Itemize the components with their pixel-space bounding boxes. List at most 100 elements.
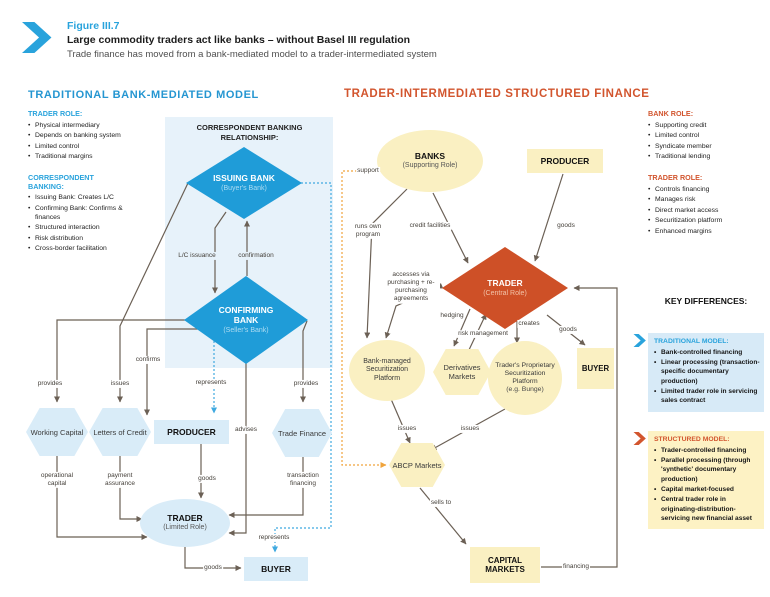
node-subtitle: (Supporting Role) xyxy=(402,162,458,170)
node-trader-platform: Trader's Proprietary Securitization Plat… xyxy=(488,341,562,415)
node-buyer-right: BUYER xyxy=(577,348,614,389)
node-banks: BANKS (Supporting Role) xyxy=(377,130,483,192)
edge-label-transaction-financing: transaction financing xyxy=(278,471,328,489)
structured-model-chevron-icon xyxy=(633,432,646,445)
edge-advises xyxy=(228,363,247,536)
right-section-title: TRADER-INTERMEDIATED STRUCTURED FINANCE xyxy=(344,88,650,100)
bullet-item: Bank-controlled financing xyxy=(654,348,760,358)
bullet-item: Supporting credit xyxy=(648,122,766,131)
node-bank-platform: Bank-managed Securitization Platform xyxy=(349,340,425,401)
edge-label-risk-management: risk management xyxy=(457,329,509,339)
figure-title: Large commodity traders act like banks –… xyxy=(67,34,411,46)
edge-represents-buyer xyxy=(272,182,332,553)
edge-provides-left xyxy=(54,319,186,403)
edge-label-goods-buyer-right: goods xyxy=(558,325,578,335)
node-buyer-left: BUYER xyxy=(244,557,308,581)
edge-label-operational-capital: operational capital xyxy=(36,471,78,489)
edge-label-confirmation: confirmation xyxy=(237,251,275,261)
edge-issues-left xyxy=(390,398,411,444)
trader-role-heading: TRADER ROLE: xyxy=(28,109,83,118)
bullet-item: Confirming Bank: Confirms & finances xyxy=(28,205,135,223)
node-producer-left: PRODUCER xyxy=(154,420,229,444)
bullet-item: Traditional lending xyxy=(648,153,766,162)
edge-sells-to xyxy=(419,487,467,545)
node-letters-of-credit: Letters of Credit xyxy=(89,408,151,456)
bullet-item: Linear processing (transaction-specific … xyxy=(654,358,760,386)
node-subtitle: (Central Role) xyxy=(483,289,527,297)
traditional-model-chevron-icon xyxy=(633,334,646,347)
figure-label: Figure III.7 xyxy=(67,20,120,32)
bullet-item: Syndicate member xyxy=(648,143,766,152)
edge-label-provides-right: provides xyxy=(292,379,320,389)
edge-runs-own-program xyxy=(364,188,408,339)
edge-label-issues-right: issues xyxy=(459,424,481,434)
edge-label-issues: issues xyxy=(109,379,131,389)
correspondent-panel-title: CORRESPONDENT BANKING RELATIONSHIP: xyxy=(196,123,303,142)
node-derivatives-markets: Derivatives Markets xyxy=(433,349,491,395)
bank-role-heading: BANK ROLE: xyxy=(648,109,694,118)
bullet-item: Manages risk xyxy=(648,196,766,205)
edge-label-credit-facilities: credit facilities xyxy=(408,221,452,231)
node-producer-right: PRODUCER xyxy=(527,149,603,173)
bullet-item: Central trader role in originating-distr… xyxy=(654,495,760,523)
figure-subtitle: Trade finance has moved from a bank-medi… xyxy=(67,49,437,60)
edge-label-hedging: hedging xyxy=(439,311,465,321)
edge-label-support: support xyxy=(356,166,380,176)
edge-confirms xyxy=(144,328,198,416)
bullet-item: Limited trader role in servicing sales c… xyxy=(654,387,760,406)
bullet-item: Issuing Bank: Creates L/C xyxy=(28,194,166,203)
bullet-item: Physical intermediary xyxy=(28,122,166,131)
edge-label-represents-producer: represents xyxy=(194,378,228,388)
correspondent-heading: CORRESPONDENT BANKING: xyxy=(28,173,94,191)
edge-label-goods-producer-right: goods xyxy=(556,221,576,231)
edge-label-goods-buyer: goods xyxy=(203,563,223,573)
node-title: TRADER xyxy=(487,278,523,289)
edge-label-confirms: confirms xyxy=(134,355,162,365)
bullet-item: Capital market-focused xyxy=(654,485,760,495)
edge-goods-producer-right xyxy=(533,173,564,262)
node-subtitle: (e.g. Bunge) xyxy=(506,386,544,394)
edge-provides-right xyxy=(300,320,308,403)
edge-label-issues-left: issues xyxy=(396,424,418,434)
node-label: Trader's Proprietary Securitization Plat… xyxy=(495,361,555,385)
traditional-model-box: TRADITIONAL MODEL: Bank-controlled finan… xyxy=(648,333,764,412)
edge-label-lc-issuance: L/C issuance xyxy=(177,251,217,261)
node-trade-finance: Trade Finance xyxy=(272,409,332,457)
node-title: ISSUING BANK xyxy=(213,173,275,184)
node-subtitle: (Seller's Bank) xyxy=(223,326,269,334)
edge-label-represents-buyer: represents xyxy=(257,533,291,543)
structured-model-box: STRUCTURED MODEL: Trader-controlled fina… xyxy=(648,431,764,530)
bullet-item: Direct market access xyxy=(648,207,766,216)
bullet-item: Limited control xyxy=(28,143,166,152)
traditional-model-heading: TRADITIONAL MODEL: xyxy=(654,338,729,345)
edge-label-creates: creates xyxy=(517,319,541,329)
edge-label-goods-producer: goods xyxy=(197,474,217,484)
bullet-item: Controls financing xyxy=(648,186,766,195)
bullet-item: Limited control xyxy=(648,132,766,141)
node-capital-markets: CAPITAL MARKETS xyxy=(470,547,540,583)
bullet-item: Securitization platform xyxy=(648,217,766,226)
right-sidebar: BANK ROLE: Supporting credit Limited con… xyxy=(648,109,766,238)
bullet-item: Enhanced margins xyxy=(648,228,766,237)
key-differences-title: KEY DIFFERENCES: xyxy=(664,296,748,306)
edge-financing xyxy=(541,285,618,568)
node-label: Bank-managed Securitization Platform xyxy=(363,358,411,382)
figure-chevron-icon xyxy=(22,22,52,53)
node-working-capital: Working Capital xyxy=(26,408,88,456)
edge-label-accesses: accesses via purchasing + re-purchasing … xyxy=(382,270,440,304)
node-subtitle: (Limited Role) xyxy=(163,524,207,532)
bullet-item: Depends on banking system xyxy=(28,132,166,141)
left-section-title: TRADITIONAL BANK-MEDIATED MODEL xyxy=(28,89,259,101)
edge-label-advises: advises xyxy=(233,425,259,435)
node-title: TRADER xyxy=(167,513,203,524)
bullet-item: Cross-border facilitation xyxy=(28,245,166,254)
bullet-item: Traditional margins xyxy=(28,153,166,162)
edge-hedging xyxy=(453,308,471,347)
edge-label-runs-own-program: runs own program xyxy=(348,222,388,240)
bullet-item: Structured interaction xyxy=(28,224,166,233)
node-title: BANKS xyxy=(414,151,446,162)
edge-lc-issuance xyxy=(212,211,227,294)
edge-label-financing: financing xyxy=(561,562,591,572)
edge-label-payment-assurance: payment assurance xyxy=(97,471,143,489)
